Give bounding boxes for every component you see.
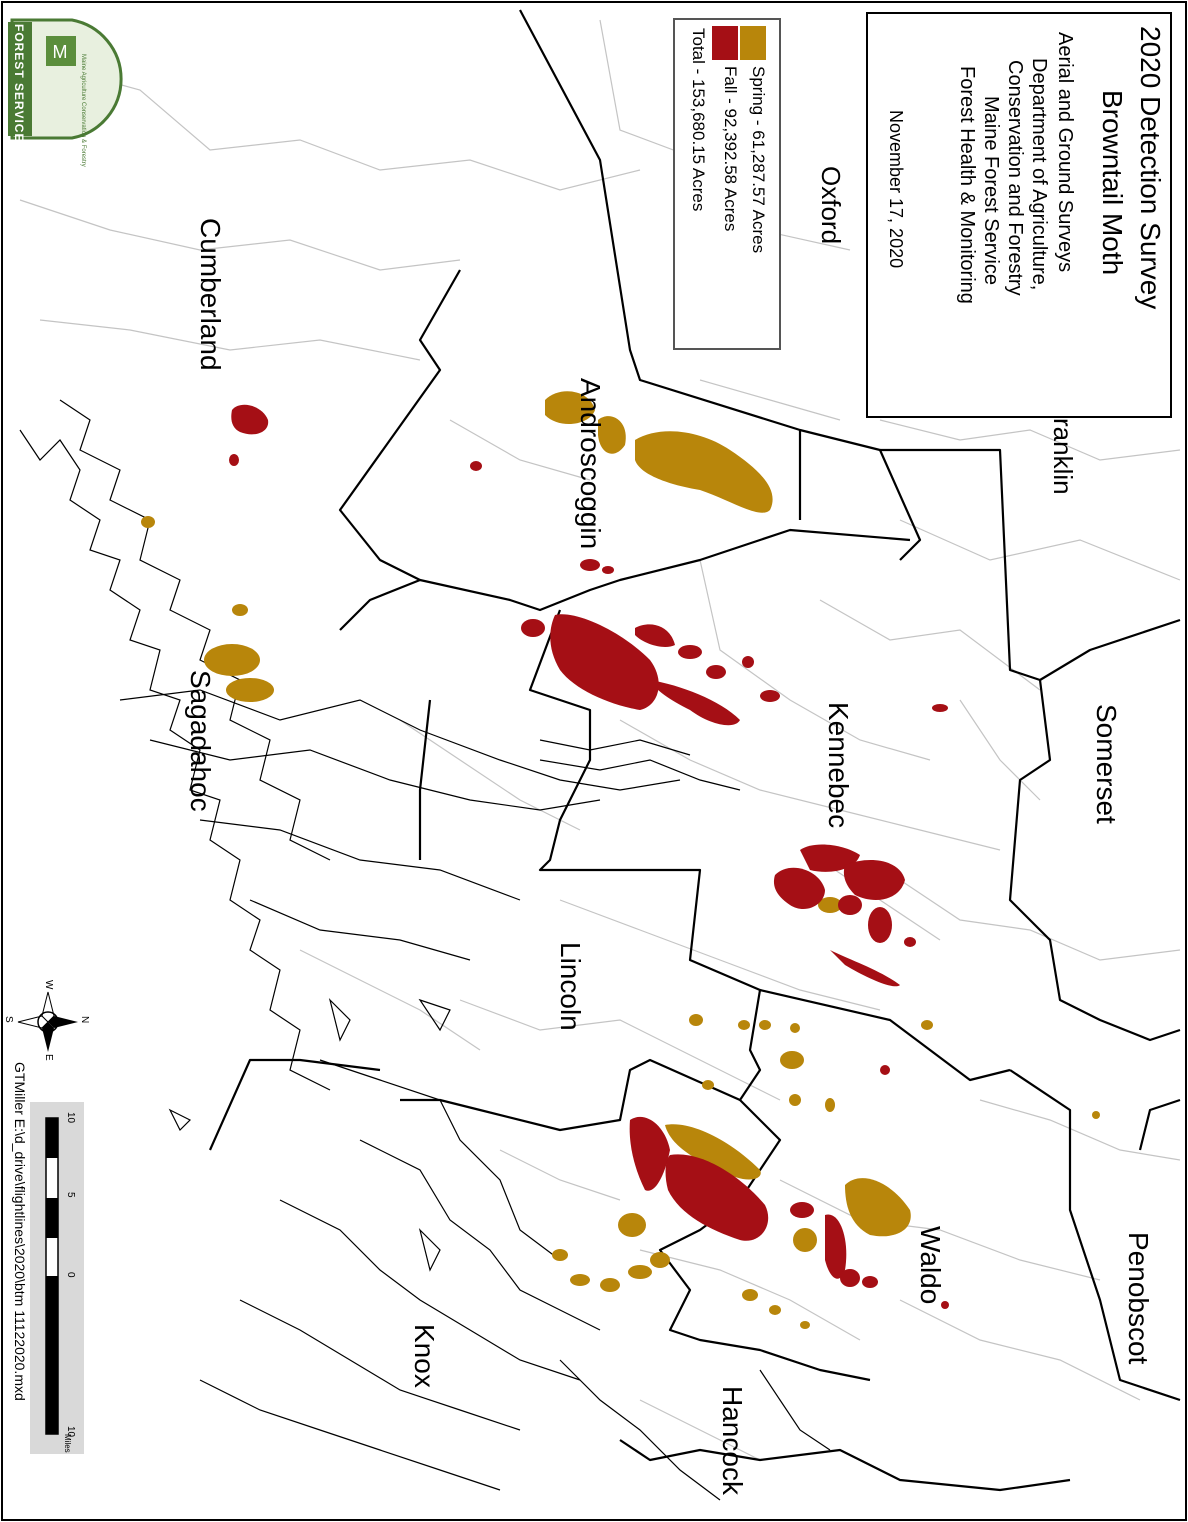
legend-label-fall: Fall - 92,392.58 Acres <box>721 66 740 232</box>
scale-tick-0: 10 <box>65 1112 76 1124</box>
scale-unit: Miles <box>63 1434 72 1453</box>
map-date: November 17, 2020 <box>886 110 906 269</box>
east-label: E <box>43 1054 54 1061</box>
legend-swatch-fall <box>712 26 738 60</box>
spring-defoliation <box>141 391 1100 1329</box>
town-boundaries <box>19 19 1181 1461</box>
map-title-subject: Browntail Moth <box>1097 90 1128 276</box>
county-label-somerset: Somerset <box>1091 704 1122 824</box>
coastline <box>19 399 831 1501</box>
logo-small-text: Maine Agriculture Conservation & Forestr… <box>80 54 86 167</box>
legend <box>673 18 781 350</box>
north-label: N <box>79 1016 90 1024</box>
county-label-lincoln: Lincoln <box>555 942 586 1031</box>
agency-line-2: Conservation and Forestry <box>1004 60 1026 296</box>
county-label-hancock: Hancock <box>717 1386 748 1495</box>
legend-swatch-spring <box>740 26 766 60</box>
south-label: S <box>3 1016 14 1023</box>
legend-total: Total - 153,680.15 Acres <box>689 28 708 212</box>
logo-text: FOREST SERVICE <box>12 24 26 143</box>
map-subtitle: Aerial and Ground Surveys <box>1054 32 1076 273</box>
county-label-knox: Knox <box>409 1324 440 1388</box>
fall-defoliation <box>229 404 949 1309</box>
county-label-androscoggin: Androscoggin <box>575 378 606 550</box>
agency-line-4: Forest Health & Monitoring <box>956 66 978 304</box>
scale-tick-1: 5 <box>65 1192 76 1198</box>
map-title: 2020 Detection Survey <box>1135 26 1166 310</box>
legend-label-spring: Spring - 61,287.57 Acres <box>749 66 768 254</box>
county-label-waldo: Waldo <box>915 1226 946 1305</box>
scale-bar-marks <box>45 1117 59 1435</box>
svg-text:M: M <box>53 42 68 62</box>
footer-credit: GTMiller E:\d_drive\flightlines\2020\btm… <box>12 1062 28 1401</box>
rivers <box>539 739 741 791</box>
agency-line-1: Department of Agriculture, <box>1028 58 1050 291</box>
county-label-sagadahoc: Sagadahoc <box>185 670 216 812</box>
county-label-penobscot: Penobscot <box>1123 1232 1154 1365</box>
county-label-oxford: Oxford <box>816 166 846 245</box>
scale-tick-2: 0 <box>65 1272 76 1278</box>
maine-forest-service-logo: M <box>8 18 123 140</box>
county-boundaries <box>208 9 1181 1492</box>
county-label-franklin: ranklin <box>1048 418 1078 495</box>
west-label: W <box>43 980 54 990</box>
county-label-cumberland: Cumberland <box>195 218 226 371</box>
county-label-kennebec: Kennebec <box>823 702 854 829</box>
agency-line-3: Maine Forest Service <box>980 96 1002 285</box>
title-block <box>866 12 1172 418</box>
north-arrow-icon <box>17 991 78 1052</box>
